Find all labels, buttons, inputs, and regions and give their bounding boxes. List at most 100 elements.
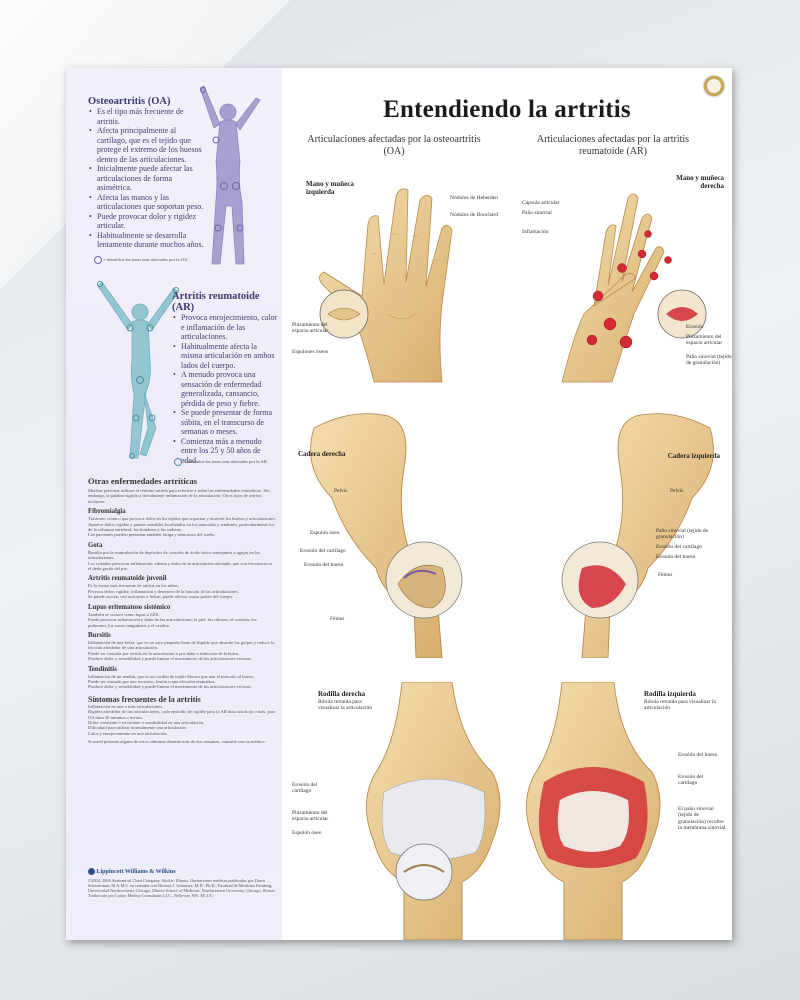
disease-name: Gota — [88, 541, 103, 549]
hip-oa-label: Pelvis — [334, 488, 348, 494]
disease-item: Los pacientes pueden presentar también f… — [88, 532, 216, 538]
hip-ar-label: Paño sinovial (tejido de granulación) — [656, 528, 709, 541]
circle-legend-icon — [94, 256, 102, 264]
knee-left-title: Rodilla derecha — [318, 690, 366, 698]
copyright: ©2004, 2006 Anatomical Chart Company, Sk… — [88, 878, 276, 898]
knee-right-title: Rodilla izquierda — [644, 690, 696, 698]
hand-oa-label: Pinzamiento del espacio articular — [292, 322, 329, 335]
ar-legend: = identifica las áreas más afectadas por… — [174, 458, 280, 466]
ar-bullet: Habitualmente afecta la misma articulaci… — [172, 342, 278, 371]
oa-bullet: Habitualmente se desarrolla lentamente d… — [88, 231, 206, 250]
disease-item: Los cristales provocan inflamación, edem… — [88, 560, 273, 572]
symptom-item: Calor y enrojecimiento en una articulaci… — [88, 730, 168, 736]
hip-oa-label: Fémur — [330, 616, 345, 622]
hand-left-title: Mano y muñeca izquierda — [306, 180, 354, 196]
oa-hand — [319, 188, 453, 383]
anatomy-poster: Osteoartritis (OA) Es el tipo más frecue… — [66, 68, 732, 940]
symptoms-footnote: Si usted presenta alguno de estos síntom… — [88, 739, 266, 745]
disease-name: Lupus eritematoso sistémico — [88, 603, 171, 611]
disease-item: Inflamación de una bolsa, que es un saco… — [88, 639, 275, 651]
disease-item: Es la forma más frecuente de artritis en… — [88, 583, 179, 589]
hip-oa-label: Espolón óseo — [310, 530, 340, 536]
other-intro: Muchas personas utilizan el término artr… — [88, 488, 270, 504]
hand-ar-label: Pinzamiento del espacio articular — [686, 334, 723, 347]
symptom-item: Dolor constante o recurrente o sensibili… — [88, 719, 205, 725]
disease-name: Tendinitis — [88, 665, 117, 673]
ar-bullet: A menudo provoca una sensación de enferm… — [172, 370, 278, 408]
hand-oa-label: Nódulos de Bouchard — [450, 212, 498, 218]
knee-left-subtitle: Rótula retraída para visualizar la artic… — [318, 699, 373, 712]
ar-body-figure — [97, 281, 179, 459]
credits: Lippincott Williams & Wilkins ©2004, 200… — [88, 868, 276, 898]
knee-ar-label: El paño sinovial (tejido de granulación)… — [678, 806, 726, 831]
other-heading: Otras enfermedades artríticas — [88, 476, 198, 486]
disease-item: Provoca dolor, rigidez, inflamación y de… — [88, 588, 239, 594]
hand-ar-label: Inflamación — [522, 229, 549, 235]
left-info-column: Osteoartritis (OA) Es el tipo más frecue… — [66, 68, 282, 940]
oa-knee-magnifier — [395, 843, 453, 901]
oa-legend: = identifica las áreas más afectadas por… — [94, 256, 254, 264]
publisher-icon — [88, 868, 95, 875]
grommet-right — [704, 76, 724, 96]
disease-item: Puede provocar inflamación y daño de las… — [88, 617, 257, 628]
ar-info: Artritis reumatoide (AR) Provoca enrojec… — [172, 291, 278, 465]
hand-oa-label: Nódulos de Heberden — [450, 195, 498, 201]
knee-oa-label: Pinzamiento del espacio articular — [292, 810, 329, 823]
disease-name: Artritis reumatoide juvenil — [88, 575, 167, 583]
hand-ar-label: Erosión — [686, 324, 704, 330]
other-diseases: Otras enfermedades artríticas Muchas per… — [88, 476, 276, 745]
hand-ar-label: Cápsula articular — [522, 200, 560, 206]
disease-item: Trastorno crónico que provoca dolor en l… — [88, 516, 276, 522]
hip-oa-label: Erosión del hueso — [304, 562, 344, 568]
ar-hand — [561, 193, 665, 383]
oa-bullet: Inicialmente puede afectar las articulac… — [88, 164, 206, 193]
symptom-item: Rigidez alrededor de las articulaciones,… — [88, 709, 276, 720]
disease-item: Puede ser causado por uso excesivo, lesi… — [88, 678, 216, 684]
knee-oa-label: Erosión del cartílago — [292, 782, 318, 795]
oa-body-figure — [199, 85, 261, 265]
knee-ar-label: Erosión del cartílago — [678, 774, 704, 787]
hip-ar-label: Fémur — [658, 572, 673, 578]
ar-bullet: Comienza más a menudo entre los 25 y 50 … — [172, 437, 278, 466]
ar-legend-text: = identifica las áreas más afectadas por… — [183, 459, 269, 465]
oa-bullet: Afecta principalmente al cartílago, que … — [88, 126, 206, 164]
ar-bullet: Se puede presentar de forma súbita, en e… — [172, 408, 278, 437]
hand-right-title: Mano y muñeca derecha — [676, 174, 724, 190]
publisher-name: Lippincott Williams & Wilkins — [96, 868, 176, 875]
hip-ar-label: Erosión del cartílago — [656, 544, 702, 550]
knee-right-subtitle: Rótula retraída para visualizar la artic… — [644, 699, 716, 712]
hip-right-title: Cadera izquierda — [667, 452, 720, 460]
oa-panel-heading: Articulaciones afectadas por la osteoart… — [307, 134, 481, 157]
disease-name: Bursitis — [88, 631, 111, 639]
oa-heading: Osteoartritis (OA) — [88, 96, 171, 107]
oa-bullet: Puede provocar dolor y rigidez articular… — [88, 212, 206, 231]
hand-ar-label: Paño sinovial (tejido de granulación) — [686, 354, 732, 367]
hand-oa-label: Espolones óseos — [292, 349, 329, 355]
hips-illustration — [310, 413, 714, 658]
circle-legend-icon — [174, 458, 182, 466]
hip-ar-label: Erosión del hueso — [656, 554, 696, 560]
hip-ar-label: Pelvis — [670, 488, 684, 494]
publisher-logo: Lippincott Williams & Wilkins — [88, 868, 276, 875]
disease-item: También se conoce como lupus o LES. — [88, 611, 160, 617]
ar-bullet: Provoca enrojecimiento, calor e inflamac… — [172, 313, 278, 342]
disease-item: Resulta por la acumulación de depósitos … — [88, 549, 261, 561]
disease-item: Produce dolor y sensibilidad y puede lim… — [88, 684, 252, 690]
hand-ar-label: Paño sinovial — [522, 210, 552, 216]
knee-oa-label: Espolón óseo — [292, 830, 322, 836]
ar-panel-heading: Articulaciones afectadas por la artritis… — [536, 134, 690, 157]
poster-title: Entendiendo la artritis — [383, 96, 631, 123]
knee-ar-label: Erosión del hueso — [678, 752, 718, 758]
disease-item: Aparece dolor, rigidez y puntos sensible… — [88, 521, 275, 533]
knees-illustration — [366, 682, 661, 940]
oa-bullet: Es el tipo más frecuente de artritis. — [88, 107, 206, 126]
disease-item: Produce dolor y sensibilidad y puede lim… — [88, 656, 252, 662]
hip-left-title: Cadera derecha — [298, 450, 346, 458]
hip-oa-label: Erosión del cartílago — [300, 548, 346, 554]
disease-item: Inflamación de un tendón, que es un cord… — [88, 673, 255, 679]
symptom-item: Dificultad para utilizar normalmente una… — [88, 725, 187, 731]
oa-legend-text: = identifica las áreas más afectadas por… — [103, 257, 189, 263]
hands-illustration — [319, 188, 707, 383]
ar-heading: Artritis reumatoide (AR) — [172, 291, 260, 313]
disease-item: Puede ser causada por artritis en la art… — [88, 650, 240, 656]
